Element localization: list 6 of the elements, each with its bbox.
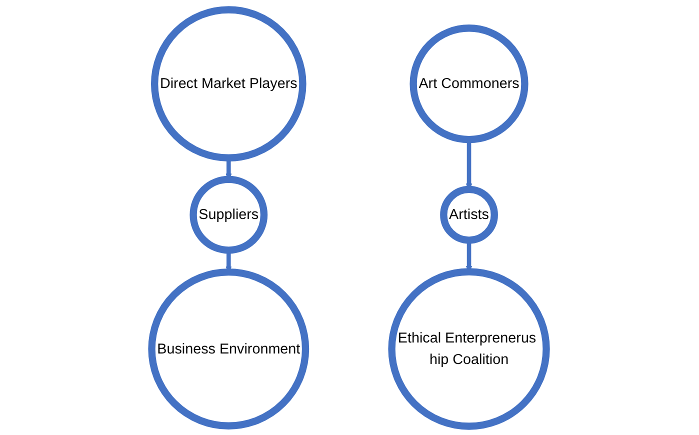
node-circle: Suppliers xyxy=(190,175,268,254)
node-circle: Ethical Enterprenerus hip Coalition xyxy=(388,268,550,430)
node-circle: Business Environment xyxy=(148,268,310,429)
node-circle: Direct Market Players xyxy=(151,6,307,161)
node-circle: Art Commoners xyxy=(410,24,529,143)
node-circle: Artists xyxy=(440,185,498,244)
